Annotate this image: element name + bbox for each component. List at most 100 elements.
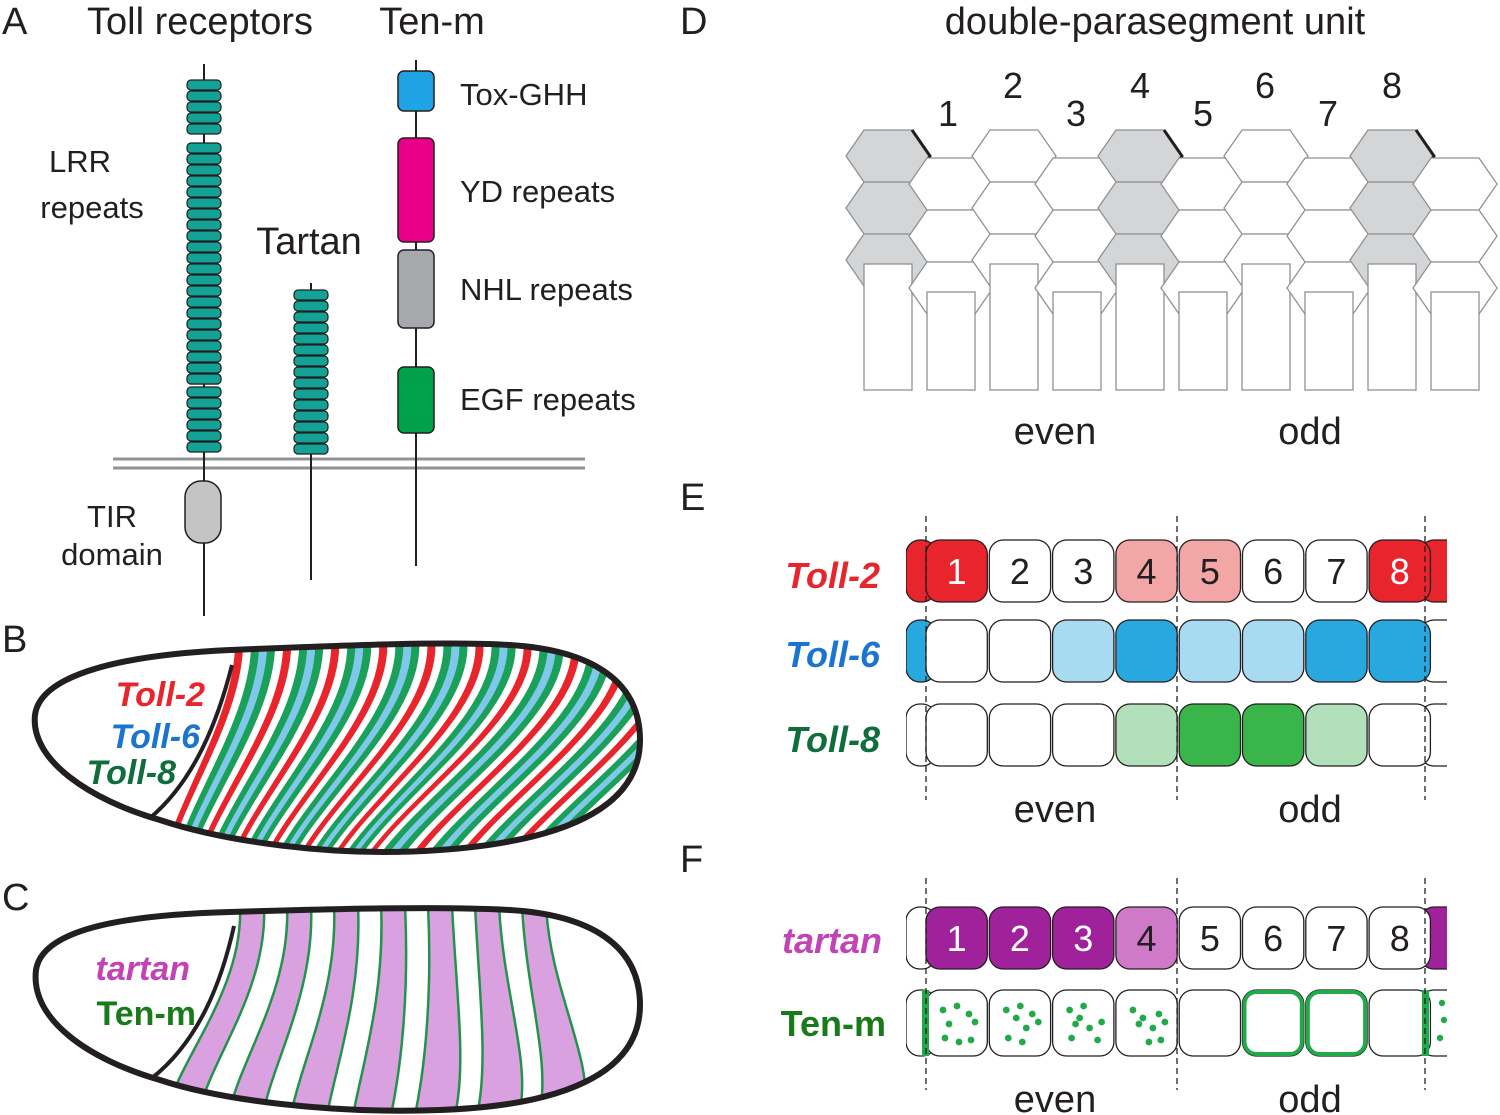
lrr-repeat [186, 386, 222, 398]
ten-m-line [450, 908, 462, 1111]
panel-b-letter: B [2, 619, 27, 661]
toll-stripe [265, 643, 397, 852]
e-row-cell-number: 7 [1326, 551, 1346, 592]
domain-label-yd: YD repeats [460, 174, 615, 209]
label-toll-2-b: Toll-2 [116, 676, 205, 714]
panel-a: A Toll receptors Ten-m LRR repeats TIR d… [2, 1, 636, 616]
embryo-outline-b [31, 640, 644, 855]
lrr-repeat [293, 399, 329, 411]
e-row-cell [1368, 619, 1432, 683]
ten-m-line [473, 908, 484, 1111]
e-row-cell [1178, 703, 1242, 767]
tartan-row-cell [988, 906, 1052, 970]
e-row-cell [925, 703, 988, 767]
e-row-cell [1178, 539, 1242, 603]
ten-m-dot [1072, 1020, 1079, 1028]
tartan-row-cell-number: 5 [1200, 918, 1220, 959]
panel-f-letter: F [680, 839, 703, 881]
ten-m-dot [1066, 1006, 1073, 1014]
lrr-repeat [186, 296, 222, 308]
label-tartan-c: tartan [96, 950, 190, 988]
lrr-repeat [293, 322, 329, 334]
e-row-cell [1115, 703, 1178, 767]
cell-number: 8 [1382, 65, 1402, 106]
toll-stripe [292, 643, 437, 852]
ten-m-dot [1161, 1018, 1169, 1026]
e-row-cell-number: 8 [1390, 551, 1410, 592]
lrr-repeat [186, 340, 222, 352]
lrr-repeat [293, 344, 329, 356]
tartan-stripe [522, 908, 586, 1110]
toll-stripe [276, 643, 413, 852]
ten-m-dot [1157, 1036, 1165, 1044]
e-row-cell [1178, 619, 1242, 683]
ten-m-dot [1438, 999, 1446, 1007]
tartan-title: Tartan [256, 221, 362, 263]
e-row-cell [1115, 619, 1178, 683]
toll-stripe [418, 643, 598, 852]
ten-m-membrane [1305, 990, 1368, 1056]
e-row-cell-number: 5 [1200, 551, 1220, 592]
panel-c: C tartan Ten-m [2, 877, 644, 1114]
e-row-cell [1241, 619, 1305, 683]
ten-m-dot [1012, 1014, 1020, 1022]
cell-number: 1 [938, 93, 958, 134]
tartan-stripe [416, 908, 461, 1110]
lrr-repeat [293, 388, 329, 400]
e-row-cell-number: 2 [1010, 551, 1030, 592]
gene-label-toll-6: Toll-6 [785, 634, 881, 675]
panel-c-letter: C [2, 877, 29, 919]
tartan-stripe [475, 908, 523, 1110]
odd-label-f: odd [1278, 1079, 1341, 1115]
e-row-cell [925, 619, 988, 683]
lrr-repeat [293, 300, 329, 312]
e-row-cell [988, 619, 1052, 683]
hex-cell [1412, 157, 1498, 211]
lrr-repeat [293, 333, 329, 345]
ten-m-membrane [1242, 990, 1304, 1056]
lrr-repeat [186, 252, 222, 264]
odd-label-d: odd [1278, 411, 1341, 453]
tartan-stripe [292, 908, 359, 1110]
tartan-row-cell-number: 2 [1010, 918, 1030, 959]
tartan-row-cell [1051, 906, 1115, 970]
ten-m-row-cell [988, 989, 1052, 1057]
tartan-stripe [230, 908, 312, 1110]
domain-label-nhl: NHL repeats [460, 272, 633, 307]
trim [1447, 900, 1500, 1065]
e-row-cell [988, 703, 1052, 767]
toll-stripe [378, 643, 557, 852]
lrr-repeat [293, 311, 329, 323]
lrr-repeat [186, 230, 222, 242]
trim [880, 530, 906, 775]
lrr-repeat [186, 274, 222, 286]
e-row-cell [1241, 703, 1305, 767]
cell-number: 2 [1003, 65, 1023, 106]
label-ten-m-c: Ten-m [97, 995, 196, 1033]
cell-body [1304, 291, 1354, 391]
lrr-repeat [293, 377, 329, 389]
tartan-receptor [293, 283, 329, 580]
tartan-row-cell-number: 4 [1137, 918, 1157, 959]
domain-label-egf: EGF repeats [460, 382, 636, 417]
ten-m-dot [1440, 1016, 1448, 1024]
ten-m-row-cell [1178, 989, 1242, 1057]
cell-body [1115, 263, 1165, 391]
cell-body [1241, 263, 1291, 391]
lrr-repeat [186, 219, 222, 231]
lrr-repeat [186, 123, 222, 135]
toll-stripe [281, 643, 421, 852]
ten-m-dot [1129, 1006, 1137, 1014]
lrr-repeat [293, 432, 329, 444]
label-toll-8-b: Toll-8 [87, 754, 176, 792]
ten-m-line [352, 908, 383, 1111]
ten-m-dot [1098, 1018, 1105, 1026]
e-row-cell-number: 3 [1073, 551, 1093, 592]
lrr-repeat [186, 362, 222, 374]
panel-b: B Toll-2 Toll-6 Toll-8 [2, 619, 644, 855]
ten-m-line [390, 908, 408, 1111]
yd-repeats-domain [397, 137, 435, 243]
e-row-cell [1051, 703, 1115, 767]
